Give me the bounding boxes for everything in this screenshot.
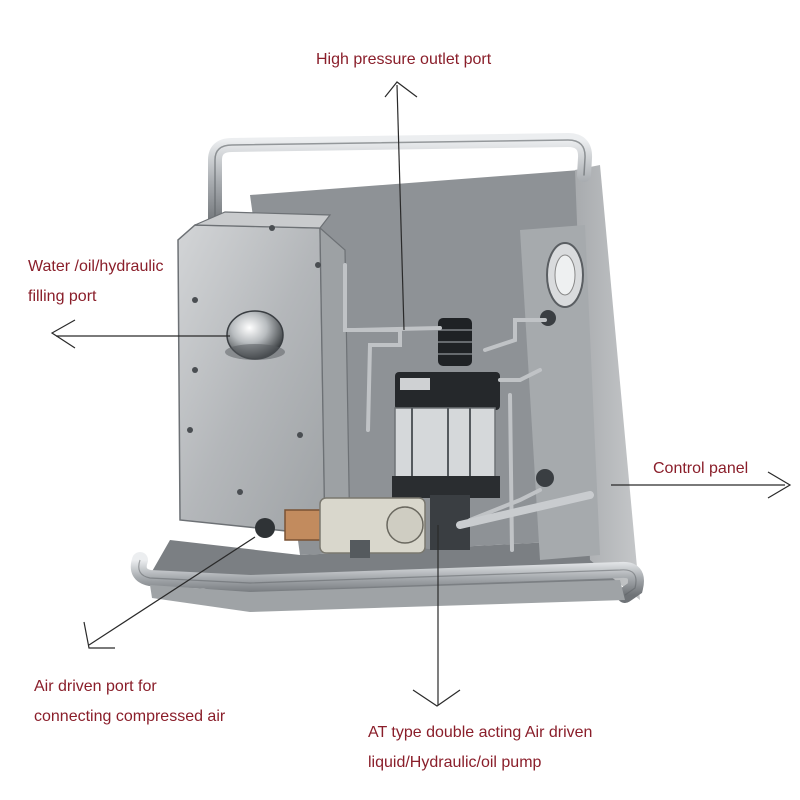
filling-arrowhead bbox=[50, 319, 76, 349]
base-plate bbox=[150, 580, 625, 612]
label-line: AT type double acting Air driven bbox=[368, 724, 593, 741]
bottom-frame bbox=[130, 552, 644, 612]
pump-base bbox=[392, 476, 500, 498]
outlet-lever bbox=[456, 491, 594, 529]
air-regulator bbox=[255, 497, 426, 558]
label-line: filling port bbox=[28, 288, 97, 305]
air-driven-pump bbox=[392, 318, 500, 550]
label-line: Water /oil/hydraulic bbox=[28, 258, 164, 275]
label-line: Control panel bbox=[653, 460, 749, 477]
outlet-arrow bbox=[396, 84, 405, 331]
air-arrow bbox=[88, 536, 256, 646]
fluid-tank bbox=[177, 211, 351, 546]
air-arrowhead bbox=[83, 621, 115, 649]
outlet-arrowhead bbox=[384, 81, 418, 98]
label-control-panel: Control panel bbox=[653, 454, 748, 484]
carry-handle bbox=[208, 132, 593, 232]
label-air-driven-port: Air driven port for connecting compresse… bbox=[34, 672, 225, 732]
label-line: High pressure outlet port bbox=[316, 51, 492, 68]
label-line: Air driven port for bbox=[34, 678, 157, 695]
label-filling-port: Water /oil/hydraulic filling port bbox=[28, 252, 163, 312]
regulator-knob bbox=[386, 506, 424, 544]
label-high-pressure-outlet-port: High pressure outlet port bbox=[316, 45, 491, 75]
control-arrowhead bbox=[767, 471, 792, 499]
pump-cylinder bbox=[394, 407, 496, 479]
air-inlet-fitting bbox=[255, 518, 275, 538]
label-line: liquid/Hydraulic/oil pump bbox=[368, 754, 542, 771]
tank-front bbox=[177, 224, 326, 536]
tubing bbox=[343, 263, 547, 552]
pump-top-cap bbox=[395, 372, 500, 410]
tank-top bbox=[194, 211, 332, 229]
control-valve bbox=[536, 469, 554, 487]
annotation-arrows bbox=[50, 81, 792, 707]
pump-arrowhead bbox=[412, 689, 461, 707]
label-line: connecting compressed air bbox=[34, 708, 226, 725]
label-air-driven-pump: AT type double acting Air driven liquid/… bbox=[368, 718, 592, 778]
